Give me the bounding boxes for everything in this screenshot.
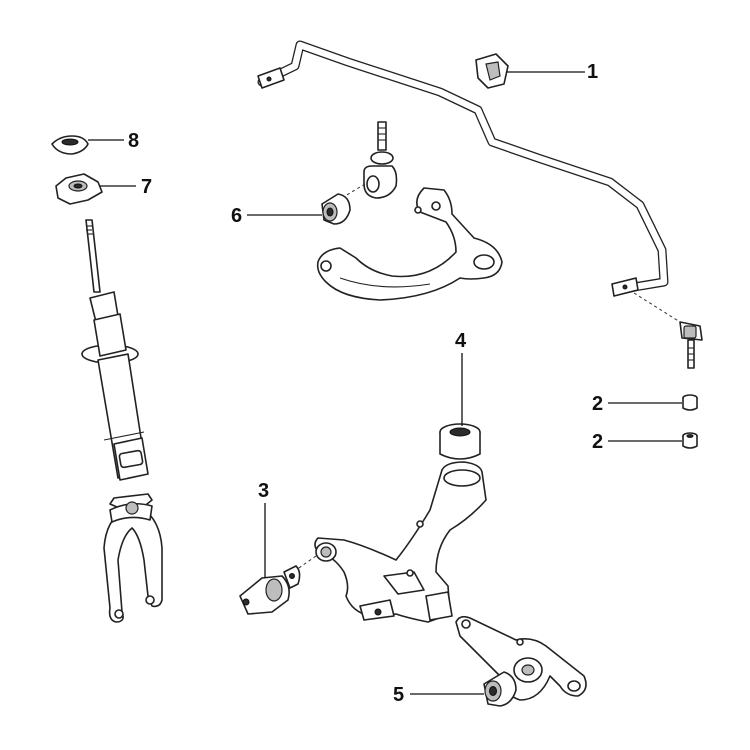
callout-4: 4	[455, 330, 467, 352]
upper-arm-bushing	[321, 193, 351, 225]
lower-control-arm	[314, 461, 487, 623]
tension-rod-bracket	[455, 615, 587, 701]
stabilizer-bar	[257, 40, 669, 297]
callout-3: 3	[258, 480, 270, 502]
shock-absorber	[81, 219, 149, 481]
link-bushing-lower	[682, 432, 698, 449]
callout-6: 6	[231, 205, 243, 227]
callout-5: 5	[393, 684, 405, 706]
upper-arm-guide-line	[344, 183, 366, 197]
callout-7: 7	[141, 176, 153, 198]
stabilizer-bushing	[475, 53, 509, 89]
upper-control-arm	[316, 187, 503, 301]
callout-2-upper: 2	[592, 393, 604, 415]
tension-rod-bushing	[483, 671, 517, 707]
strut-fork	[103, 493, 163, 623]
lower-arm-top-bushing	[439, 423, 481, 460]
callout-1: 1	[587, 61, 599, 83]
callout-8: 8	[128, 130, 140, 152]
callout-2-lower: 2	[592, 431, 604, 453]
stabilizer-link	[679, 321, 703, 369]
lower-arm-front-bushing	[239, 565, 301, 615]
strut-mount-nut	[51, 135, 89, 155]
upper-ball-joint	[363, 121, 398, 199]
lower-arm-guide-line	[295, 555, 317, 571]
link-guide-line	[633, 292, 681, 323]
strut-mount	[55, 173, 103, 205]
link-bushing-upper	[682, 394, 698, 411]
